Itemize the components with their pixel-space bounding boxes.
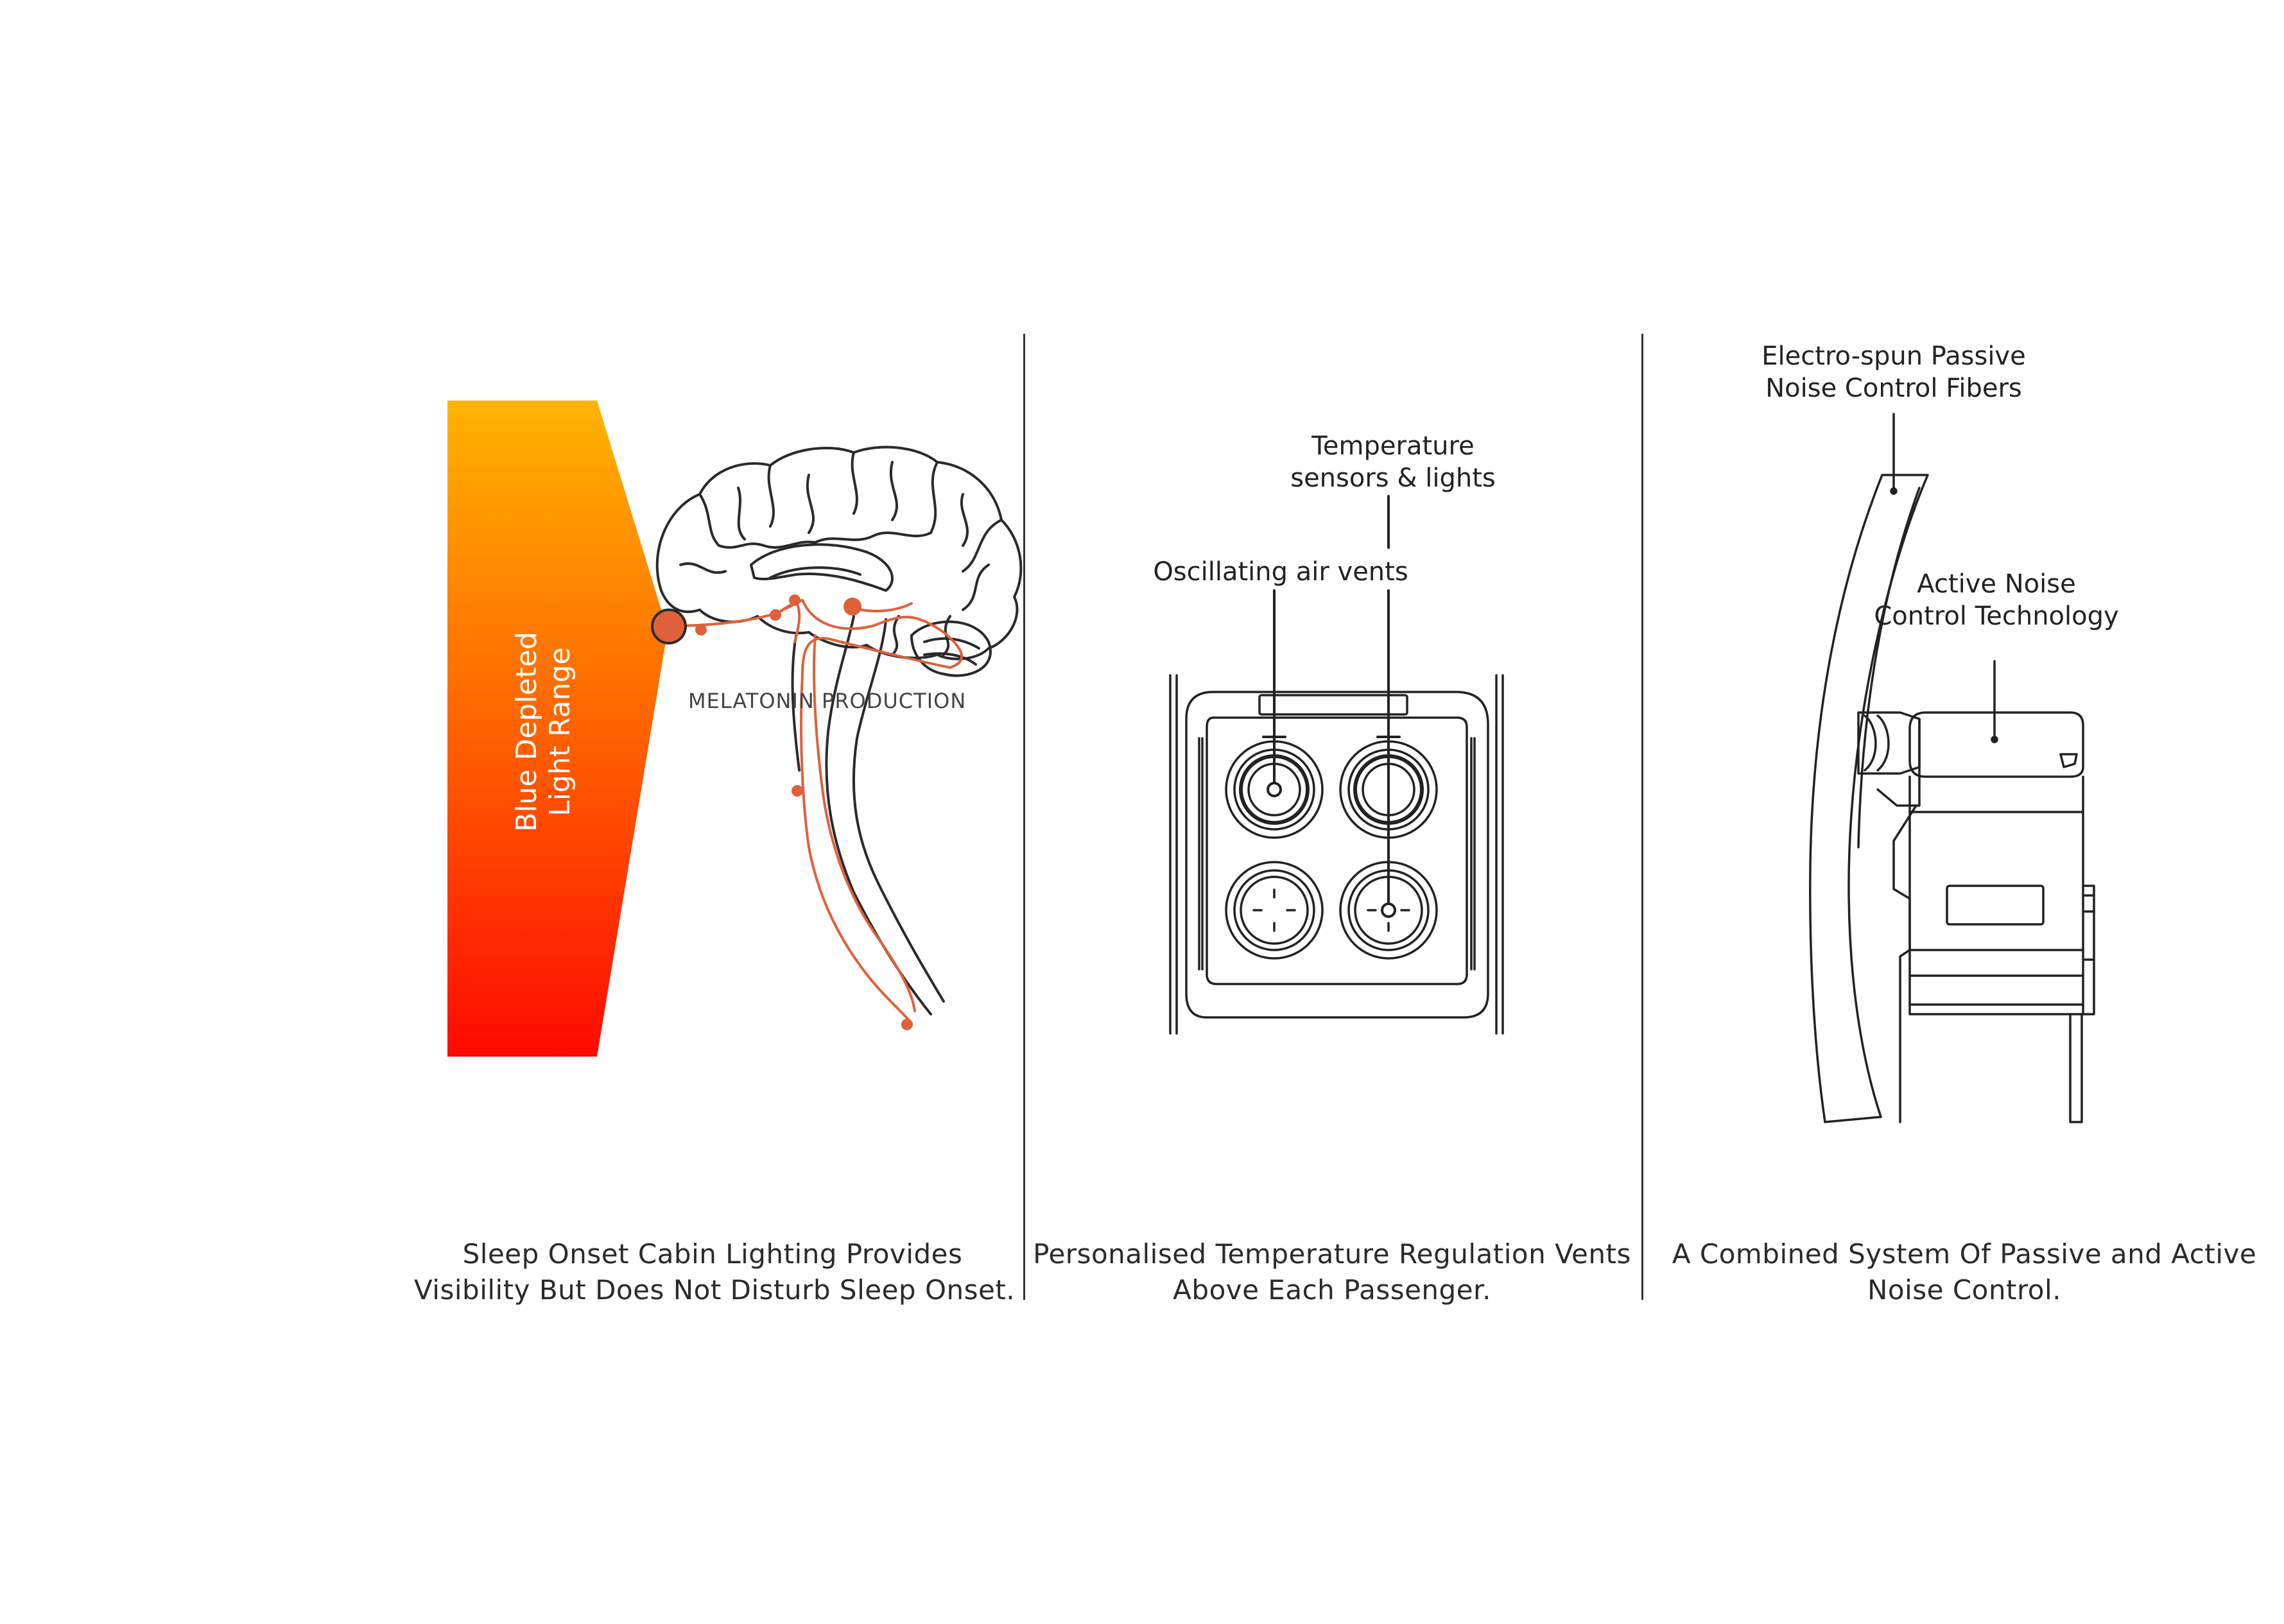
caption-noise-line1: A Combined System Of Passive and Active xyxy=(1672,1238,2257,1270)
label-oscillating-vents: Oscillating air vents xyxy=(1153,557,1408,587)
caption-lighting-line2: Visibility But Does Not Disturb Sleep On… xyxy=(414,1274,1016,1306)
caption-noise-line2: Noise Control. xyxy=(1867,1274,2062,1306)
caption-lighting-line1: Sleep Onset Cabin Lighting Provides xyxy=(462,1238,963,1270)
label-temperature-sensors: Temperature sensors & lights xyxy=(1258,430,1528,494)
label-active-noise: Active Noise Control Technology xyxy=(1862,568,2131,632)
divider-left xyxy=(1023,334,1025,1300)
melatonin-label: MELATONIN PRODUCTION xyxy=(688,689,967,713)
label-temperature-sensors-line2: sensors & lights xyxy=(1290,463,1496,493)
label-active-noise-line1: Active Noise xyxy=(1917,569,2076,599)
caption-lighting: Sleep Onset Cabin Lighting Provides Visi… xyxy=(414,1236,1016,1308)
label-temperature-sensors-line1: Temperature xyxy=(1311,431,1475,461)
caption-noise: A Combined System Of Passive and Active … xyxy=(1653,1236,2276,1308)
label-passive-fibers-line1: Electro-spun Passive xyxy=(1761,341,2026,371)
label-active-noise-line2: Control Technology xyxy=(1874,601,2119,631)
caption-temperature: Personalised Temperature Regulation Vent… xyxy=(1027,1236,1637,1308)
divider-right xyxy=(1641,334,1643,1300)
caption-temperature-line2: Above Each Passenger. xyxy=(1173,1274,1491,1306)
caption-temperature-line1: Personalised Temperature Regulation Vent… xyxy=(1033,1238,1631,1270)
label-passive-fibers: Electro-spun Passive Noise Control Fiber… xyxy=(1752,340,2035,404)
label-passive-fibers-line2: Noise Control Fibers xyxy=(1765,374,2022,403)
